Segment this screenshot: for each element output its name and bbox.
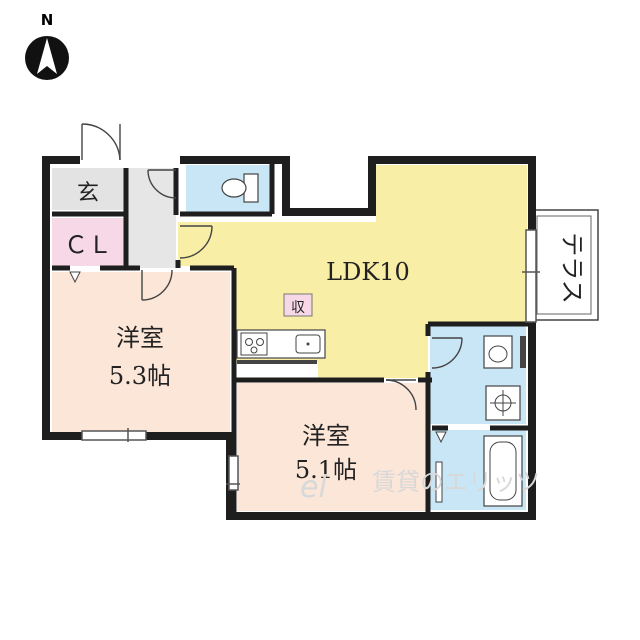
toilet-icon <box>221 173 259 203</box>
compass: N <box>25 11 69 80</box>
north-arrow-icon <box>37 38 57 74</box>
washing-machine-icon <box>485 385 521 421</box>
kitchen-counter <box>236 329 326 364</box>
compass-letter: N <box>41 11 54 29</box>
watermark: el 賃貸のエリッツ <box>300 468 540 505</box>
terrace-area <box>529 209 599 321</box>
closet-fill <box>52 218 124 266</box>
terrace-label: テラス <box>558 232 586 304</box>
western-room-2-name: 洋室 <box>302 422 350 450</box>
window-western-2 <box>228 455 239 491</box>
western-room-1-size: 5.3帖 <box>109 362 171 390</box>
closet-label: ＣＬ <box>64 231 112 259</box>
bath-door-marker <box>435 431 447 444</box>
entrance-fill <box>52 168 124 210</box>
terrace-window <box>525 229 537 323</box>
storage-label: 収 <box>291 300 305 316</box>
watermark-text: 賃貸のエリッツ <box>372 468 540 496</box>
watermark-logo-icon: el <box>300 470 327 505</box>
western-room-2-size: 5.1帖 <box>295 456 357 484</box>
windows <box>81 229 540 491</box>
ldk-label: LDK10 <box>326 258 410 286</box>
bathtub-icon <box>435 435 523 507</box>
ldk-fill <box>178 165 527 378</box>
window-western-1 <box>81 430 147 441</box>
entrance-label: 玄 <box>77 181 99 206</box>
storage-tag <box>283 293 313 317</box>
washbasin-icon <box>483 335 526 369</box>
hall-fill <box>126 168 176 268</box>
closet-door-marker-1 <box>69 271 81 284</box>
western-room-1-fill <box>52 272 230 432</box>
stove-icon <box>240 332 268 356</box>
doors <box>81 123 463 411</box>
outer-walls <box>42 156 536 520</box>
western-room-1-name: 洋室 <box>116 324 164 352</box>
inner-walls <box>52 164 532 512</box>
western-room-2-fill <box>237 383 427 511</box>
terrace-inner <box>536 215 592 315</box>
